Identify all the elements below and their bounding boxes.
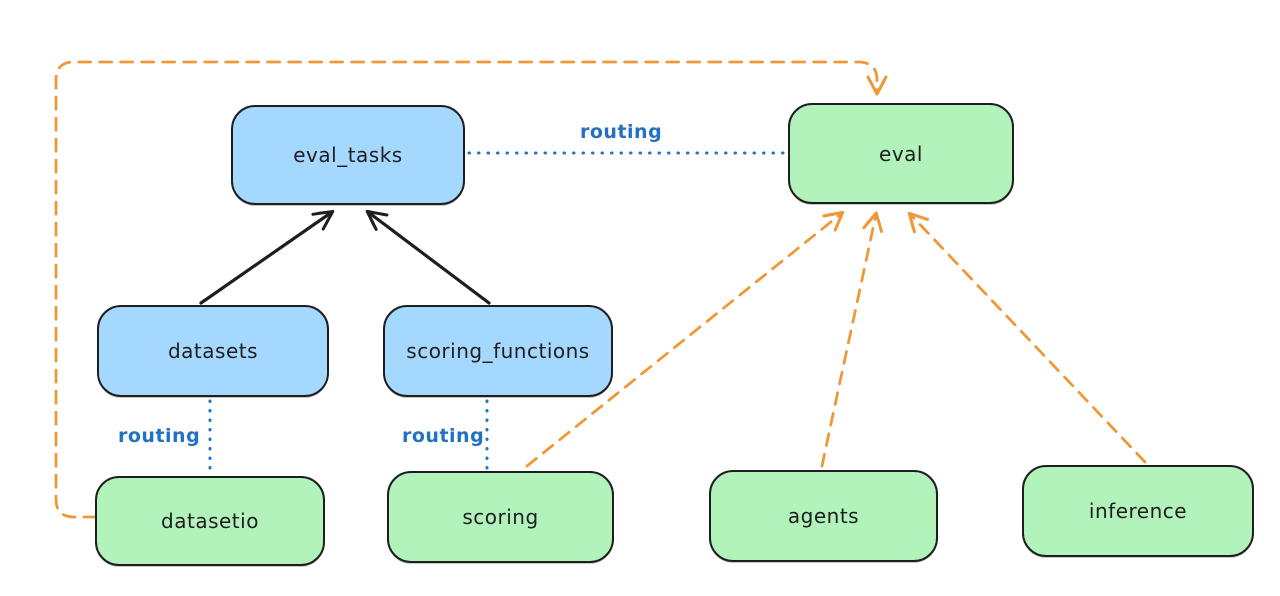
connector-datasetio-to-eval [54, 60, 888, 519]
node-scoring: scoring [387, 471, 614, 563]
edge-label-routing-datasets-datasetio: routing [118, 425, 201, 447]
connector-agents-to-eval [820, 211, 884, 468]
node-agents-label: agents [787, 504, 860, 528]
node-agents: agents [709, 470, 938, 562]
node-eval: eval [788, 103, 1014, 204]
node-scoring-functions-label: scoring_functions [406, 339, 590, 363]
connector-datasets-to-eval_tasks [199, 209, 335, 305]
node-datasetio: datasetio [95, 476, 325, 566]
connector-scoring_functions-to-eval_tasks [365, 209, 491, 305]
node-eval-tasks: eval_tasks [231, 105, 465, 205]
node-eval-label: eval [879, 141, 923, 166]
edge-label-routing-eval-tasks-eval: routing [580, 121, 663, 143]
node-scoring-functions: scoring_functions [383, 305, 613, 397]
edge-label-routing-scoring-functions-scoring: routing [402, 425, 485, 447]
node-scoring-label: scoring [462, 505, 539, 529]
connector-inference-to-eval [907, 211, 1147, 464]
node-inference: inference [1022, 465, 1254, 557]
connector-scoring-to-eval [525, 210, 845, 468]
node-datasetio-label: datasetio [161, 509, 259, 533]
node-eval-tasks-label: eval_tasks [293, 143, 403, 167]
node-datasets: datasets [97, 305, 329, 397]
node-inference-label: inference [1088, 499, 1188, 523]
node-datasets-label: datasets [167, 339, 259, 363]
